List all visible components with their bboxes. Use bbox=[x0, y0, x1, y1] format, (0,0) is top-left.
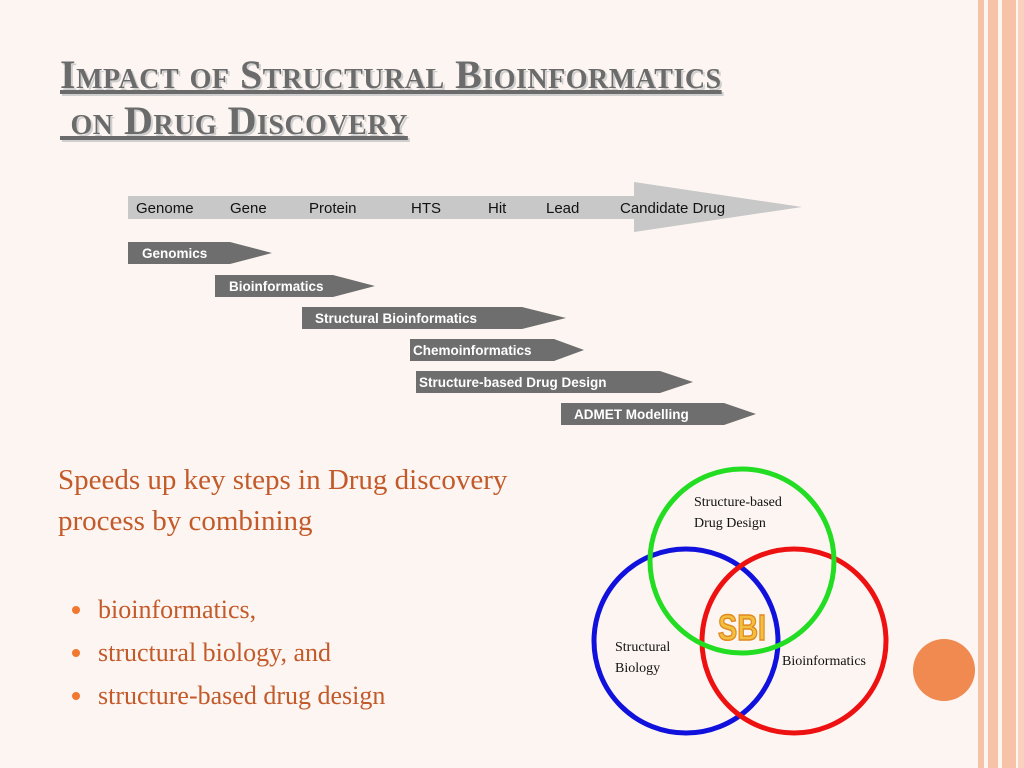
title-line-2: on Drug Discovery bbox=[60, 98, 408, 143]
pipeline-stage-hit: Hit bbox=[488, 200, 507, 217]
bullet-item: bioinformatics, bbox=[72, 588, 385, 631]
field-label-chemoinformatics: Chemoinformatics bbox=[413, 343, 532, 358]
field-arrow-structure-based-drug-design bbox=[416, 371, 693, 393]
bullet-list: bioinformatics, structural biology, and … bbox=[72, 588, 385, 717]
venn-label-left-line2: Biology bbox=[615, 661, 660, 676]
title-line-1: Impact of Structural Bioinformatics bbox=[60, 52, 722, 97]
venn-label-left-line1: Structural bbox=[615, 640, 670, 655]
pipeline-stage-gene: Gene bbox=[230, 200, 267, 217]
field-arrow-admet-modelling bbox=[561, 403, 756, 425]
field-label-structure-based-drug-design: Structure-based Drug Design bbox=[419, 375, 607, 390]
bullet-item: structure-based drug design bbox=[72, 674, 385, 717]
bullet-item: structural biology, and bbox=[72, 631, 385, 674]
venn-label-top-line2: Drug Design bbox=[694, 516, 766, 531]
venn-circle-structural-biology bbox=[591, 546, 781, 736]
venn-circle-bioinformatics bbox=[699, 546, 889, 736]
venn-label-right: Bioinformatics bbox=[782, 654, 866, 669]
field-label-structural-bioinformatics: Structural Bioinformatics bbox=[315, 311, 477, 326]
pipeline-stage-candidate-drug: Candidate Drug bbox=[620, 200, 725, 217]
pipeline-stage-protein: Protein bbox=[309, 200, 357, 217]
slide-title: Impact of Structural Bioinformatics on D… bbox=[60, 52, 940, 144]
venn-center-label: SBI bbox=[718, 607, 766, 648]
intro-text: Speeds up key steps in Drug discovery pr… bbox=[58, 464, 508, 537]
pipeline-stage-genome: Genome bbox=[136, 200, 194, 217]
decor-stripe-3 bbox=[1002, 0, 1016, 768]
decor-stripe-4 bbox=[1018, 0, 1024, 768]
decor-orange-circle bbox=[913, 639, 975, 701]
decor-stripe-2 bbox=[988, 0, 998, 768]
field-label-bioinformatics: Bioinformatics bbox=[229, 279, 324, 294]
pipeline-stage-hts: HTS bbox=[411, 200, 441, 217]
field-label-admet-modelling: ADMET Modelling bbox=[574, 407, 689, 422]
field-arrow-genomics bbox=[128, 242, 272, 264]
venn-circle-structure-based-drug-design bbox=[647, 466, 837, 656]
field-label-genomics: Genomics bbox=[142, 246, 207, 261]
field-arrow-structural-bioinformatics bbox=[302, 307, 566, 329]
field-arrow-bioinformatics bbox=[215, 275, 375, 297]
pipeline-stage-lead: Lead bbox=[546, 200, 579, 217]
pipeline-arrow bbox=[128, 182, 802, 232]
venn-label-top-line1: Structure-based bbox=[694, 495, 782, 510]
decor-stripe-1 bbox=[978, 0, 984, 768]
field-arrow-chemoinformatics bbox=[410, 339, 584, 361]
